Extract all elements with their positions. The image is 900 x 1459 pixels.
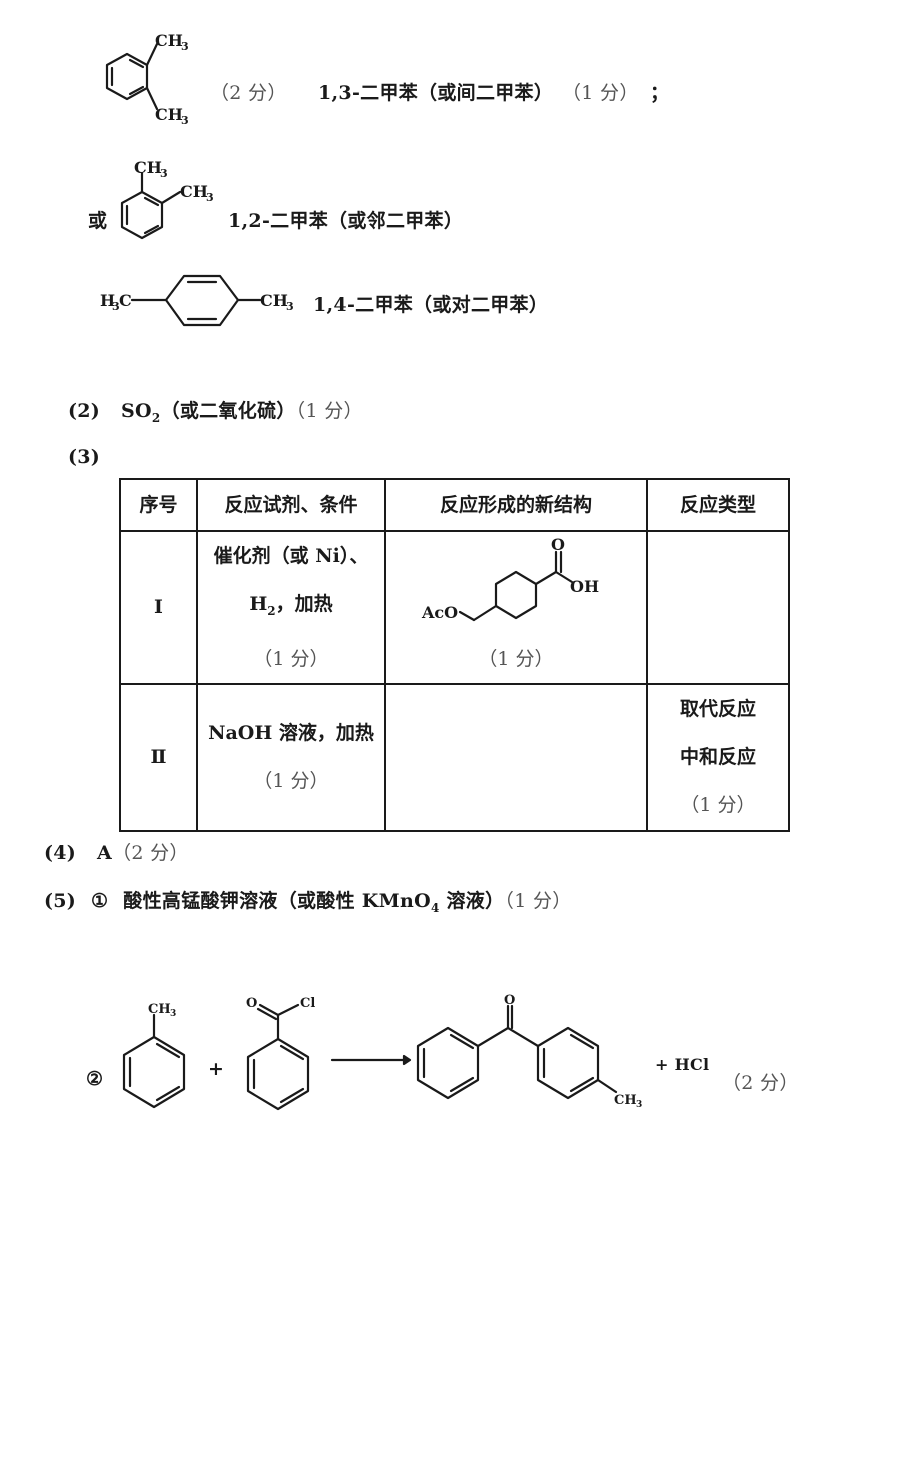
row2-structure <box>384 682 648 832</box>
header-number: 序号 <box>119 478 198 532</box>
part4-score: （2 分） <box>112 842 189 864</box>
part5-circle1: ① <box>91 890 109 912</box>
or-label: 或 <box>88 210 108 232</box>
row1-reagent-score: （1 分） <box>253 647 329 670</box>
part2-line: (2) SO2（或二氧化硫）（1 分） <box>68 396 363 425</box>
separator: ； <box>650 82 670 104</box>
part2-score: （1 分） <box>295 400 363 422</box>
svg-text:3: 3 <box>636 1100 642 1110</box>
answer-table: 序号 反应试剂、条件 反应形成的新结构 反应类型 Ⅰ 催化剂（或 Ni）、 H2… <box>119 478 790 832</box>
ortho-xylene-name: 1,2-二甲苯（或邻二甲苯） <box>228 210 464 232</box>
row2-reagent: NaOH 溶液，加热 （1 分） <box>196 682 386 832</box>
aco-cyclohexane-acid-structure: AcO O OH <box>421 535 599 622</box>
svg-text:3: 3 <box>112 300 120 313</box>
row2-type: 取代反应 中和反应 （1 分） <box>646 682 790 832</box>
reaction-arrow <box>330 1054 412 1066</box>
part5-circle2: ② <box>86 1068 104 1090</box>
part5-score: （1 分） <box>504 890 572 912</box>
row1-reagent: 催化剂（或 Ni）、 H2，加热 （1 分） <box>196 530 386 685</box>
row2-type-score: （1 分） <box>680 794 756 817</box>
svg-text:C: C <box>119 291 132 310</box>
row1-structure-score: （1 分） <box>478 647 554 670</box>
row1-number: Ⅰ <box>119 530 198 685</box>
para-xylene-structure: H 3 C CH 3 <box>100 274 294 327</box>
benzoyl-chloride-structure: O Cl <box>246 996 315 1111</box>
meta-xylene-name: 1,3-二甲苯（或间二甲苯） <box>318 82 554 104</box>
part2-label: (2) <box>68 400 101 422</box>
meta-structure-score: （2 分） <box>210 82 287 104</box>
part5-label: (5) <box>44 890 77 912</box>
svg-text:3: 3 <box>170 1009 176 1019</box>
svg-text:3: 3 <box>206 191 214 204</box>
benzoyl-o: O <box>246 996 257 1011</box>
ortho-ch3-top: CH <box>134 158 162 177</box>
meta-ch3-bottom: CH <box>155 105 183 124</box>
ketone-o: O <box>504 993 515 1008</box>
meta-ch3-top: CH <box>155 31 183 50</box>
toluene-ch3: CH <box>148 1002 171 1017</box>
product-ch3: CH <box>614 1093 637 1108</box>
header-structure: 反应形成的新结构 <box>384 478 648 532</box>
svg-text:3: 3 <box>181 40 189 53</box>
methylbenzophenone-structure: O CH 3 <box>416 993 642 1110</box>
header-type: 反应类型 <box>646 478 790 532</box>
svg-text:3: 3 <box>286 300 294 313</box>
header-reagent: 反应试剂、条件 <box>196 478 386 532</box>
row1-structure: AcO O OH （1 分） <box>384 530 648 685</box>
svg-text:3: 3 <box>181 114 189 127</box>
para-xylene-name: 1,4-二甲苯（或对二甲苯） <box>313 294 549 316</box>
part3-label: (3) <box>68 446 101 468</box>
plus-hcl: + HCl <box>655 1055 710 1074</box>
part5-text: 酸性高锰酸钾溶液（或酸性 KMnO4 溶液） <box>123 890 505 915</box>
part4-answer: A <box>97 842 113 864</box>
benzoyl-cl: Cl <box>300 996 315 1011</box>
equation-score: （2 分） <box>722 1072 799 1094</box>
svg-text:3: 3 <box>160 167 168 180</box>
meta-name-score: （1 分） <box>562 82 639 104</box>
ortho-ch3-side: CH <box>180 182 208 201</box>
para-h3c: H <box>100 291 115 310</box>
part4-label: (4) <box>44 842 77 864</box>
row2-reagent-score: （1 分） <box>253 770 329 793</box>
ortho-xylene-structure: CH 3 CH 3 <box>120 158 214 240</box>
hydroxyl-oh: OH <box>570 577 599 596</box>
part4-line: (4) A（2 分） <box>44 838 189 865</box>
part2-text: （或二氧化硫） <box>160 400 296 422</box>
row1-type <box>646 530 790 685</box>
plus-sign: + <box>208 1058 225 1080</box>
para-ch3: CH <box>260 291 288 310</box>
aco-label: AcO <box>421 603 458 622</box>
toluene-structure: CH 3 <box>122 1002 186 1109</box>
meta-xylene-structure: CH 3 CH 3 <box>105 31 189 127</box>
part5-line: (5) ① 酸性高锰酸钾溶液（或酸性 KMnO4 溶液）（1 分） <box>44 886 572 915</box>
carbonyl-o: O <box>551 535 565 554</box>
row2-number: Ⅱ <box>119 682 198 832</box>
so2-formula: SO2 <box>121 400 161 425</box>
